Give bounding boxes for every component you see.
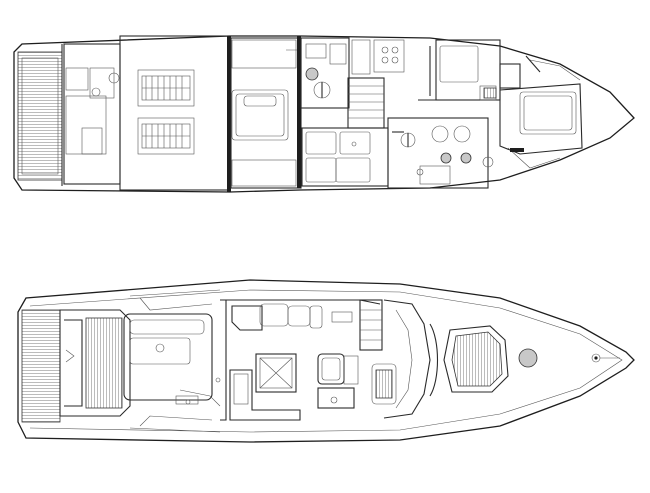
anchor-hatch xyxy=(518,348,538,368)
saloon-sofa xyxy=(229,369,301,421)
lower-deck-hull xyxy=(13,35,635,193)
lower-vip-cabin xyxy=(499,83,583,155)
main-deck-hull xyxy=(17,279,635,443)
lower-swim-platform xyxy=(17,51,63,181)
toilet-1 xyxy=(305,67,319,81)
cockpit-seating xyxy=(123,313,213,401)
engine-starboard xyxy=(137,117,195,155)
toilet-2 xyxy=(440,152,452,164)
main-deck-plan xyxy=(17,279,635,443)
master-ensuite xyxy=(300,37,350,109)
vip-bed xyxy=(519,91,577,135)
lower-deck-plan xyxy=(13,35,635,193)
master-bed xyxy=(231,89,289,141)
helm-dashboard xyxy=(383,299,431,419)
guest-heads xyxy=(387,117,489,189)
aft-sunpad xyxy=(59,309,131,417)
main-stairs xyxy=(359,299,383,351)
toilet-3 xyxy=(460,152,472,164)
engine-port xyxy=(137,69,195,107)
saloon-console xyxy=(317,387,355,409)
saloon-seating-port xyxy=(231,305,263,331)
lower-transom-garage xyxy=(21,57,59,175)
main-swim-platform xyxy=(21,309,61,423)
cockpit-table xyxy=(129,337,191,365)
saloon-table xyxy=(255,353,297,393)
foredeck-sunpad xyxy=(443,325,509,393)
